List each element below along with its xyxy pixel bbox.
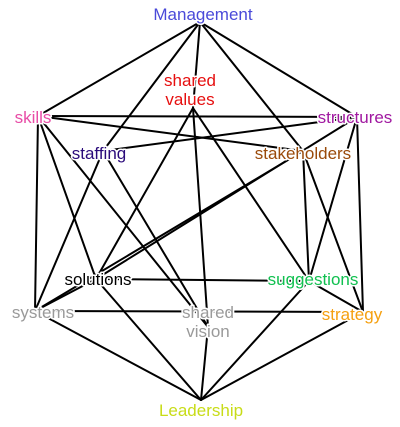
- edge-solutions-systems: [34, 278, 97, 312]
- edge-shared-values-solutions: [95, 107, 194, 280]
- node-label-structures: structures: [318, 108, 393, 127]
- edge-solutions-suggestions: [95, 278, 310, 282]
- edge-structures-solutions: [95, 116, 358, 280]
- node-label-management: Management: [153, 5, 253, 24]
- node-label-leadership: Leadership: [159, 401, 243, 420]
- edge-skills-solutions: [37, 115, 97, 280]
- edge-stakeholders-systems: [34, 150, 304, 312]
- edge-management-staffing: [102, 21, 201, 152]
- edge-leadership-systems: [34, 310, 202, 401]
- node-label-suggestions: suggestions: [268, 270, 359, 289]
- edge-stakeholders-suggestions: [302, 150, 310, 282]
- node-label-solutions: solutions: [64, 270, 131, 289]
- edge-stakeholders-strategy: [302, 150, 364, 313]
- edge-skills-systems: [34, 115, 39, 312]
- edge-skills-stakeholders: [37, 115, 304, 152]
- edges-layer: [34, 21, 364, 401]
- edge-skills-shared-vision: [37, 115, 209, 328]
- edge-management-stakeholders: [199, 21, 304, 152]
- edge-systems-strategy: [34, 310, 364, 313]
- edge-staffing-systems: [34, 150, 104, 312]
- node-label-stakeholders: stakeholders: [255, 144, 351, 163]
- edge-management-shared-values: [192, 21, 201, 109]
- node-label-systems: systems: [12, 303, 74, 322]
- edge-leadership-strategy: [200, 311, 364, 401]
- edge-leadership-solutions: [95, 278, 202, 401]
- edge-structures-suggestions: [308, 116, 358, 282]
- node-label-staffing: staffing: [72, 144, 127, 163]
- edge-management-structures: [199, 21, 358, 118]
- edge-leadership-shared-vision: [200, 326, 209, 401]
- edge-leadership-suggestions: [200, 280, 310, 401]
- edge-shared-values-suggestions: [192, 107, 310, 282]
- edge-structures-strategy: [356, 116, 364, 313]
- edge-management-skills: [37, 21, 201, 117]
- node-label-skills: skills: [15, 108, 52, 127]
- node-label-strategy: strategy: [322, 305, 383, 324]
- edge-staffing-structures: [102, 116, 358, 152]
- edge-shared-values-shared-vision: [192, 107, 209, 328]
- edge-suggestions-strategy: [308, 280, 364, 313]
